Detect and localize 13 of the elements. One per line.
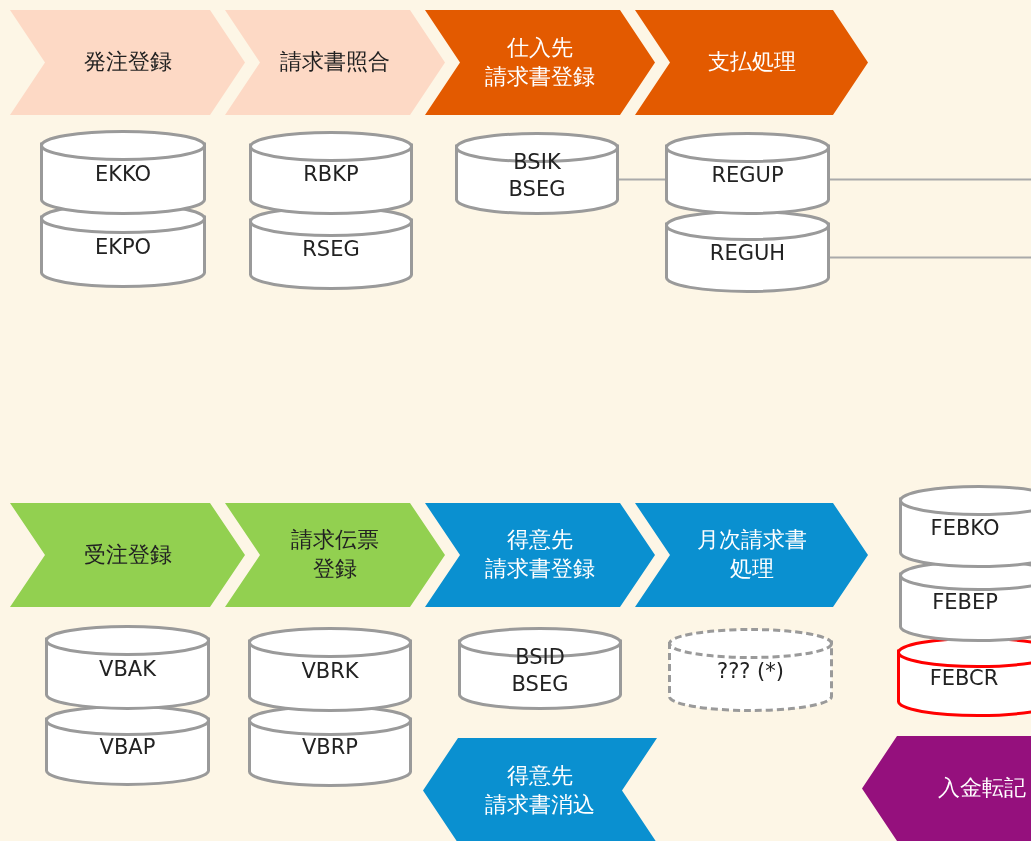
- process-step: 受注登録: [10, 503, 245, 607]
- process-step: 請求書照合: [225, 10, 445, 115]
- connector-line: [828, 256, 1031, 259]
- process-step: 得意先請求書消込: [423, 738, 657, 841]
- connector-line: [828, 178, 1031, 181]
- process-step: 支払処理: [635, 10, 868, 115]
- process-step: 仕入先請求書登録: [425, 10, 655, 115]
- process-step: 発注登録: [10, 10, 245, 115]
- process-step: 入金転記: [862, 736, 1031, 841]
- process-step: 請求伝票登録: [225, 503, 445, 607]
- process-step: 月次請求書処理: [635, 503, 868, 607]
- connector-line: [617, 178, 667, 181]
- process-step: 得意先請求書登録: [425, 503, 655, 607]
